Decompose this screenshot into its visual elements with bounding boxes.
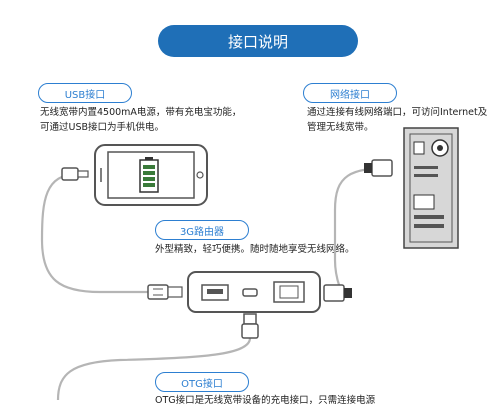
network-port-tag: 网络接口 xyxy=(303,83,397,103)
usb-port-description: 无线宽带内置4500mA电源，带有充电宝功能， 可通过USB接口为手机供电。 xyxy=(40,105,241,135)
battery-icon xyxy=(139,157,159,193)
usb-desc-line-1: 无线宽带内置4500mA电源，带有充电宝功能， xyxy=(40,107,242,118)
otg-cable xyxy=(56,337,252,400)
router-description: 外型精致，轻巧便携。随时随地享受无线网络。 xyxy=(155,244,355,255)
router-device-icon xyxy=(187,271,321,313)
usb-a-plug-icon xyxy=(147,284,183,300)
page-title: 接口说明 xyxy=(158,25,358,57)
otg-plug-icon xyxy=(241,313,259,339)
pc-tower-icon xyxy=(403,127,459,249)
router-tag: 3G路由器 xyxy=(155,220,249,240)
rj45-plug-pc-icon xyxy=(364,159,393,177)
network-desc-line-1: 通过连接有线网络端口，可访问Internet及 xyxy=(307,107,488,118)
otg-port-tag: OTG接口 xyxy=(155,372,249,392)
usb-cable xyxy=(40,172,148,294)
network-port-description: 通过连接有线网络端口，可访问Internet及 管理无线宽带。 xyxy=(307,105,487,135)
network-desc-line-2: 管理无线宽带。 xyxy=(307,122,374,133)
micro-usb-plug-icon xyxy=(61,167,89,181)
usb-desc-line-2: 可通过USB接口为手机供电。 xyxy=(40,122,165,133)
usb-port-tag: USB接口 xyxy=(38,83,132,103)
rj45-plug-router-icon xyxy=(323,284,352,302)
network-cable xyxy=(333,166,393,294)
